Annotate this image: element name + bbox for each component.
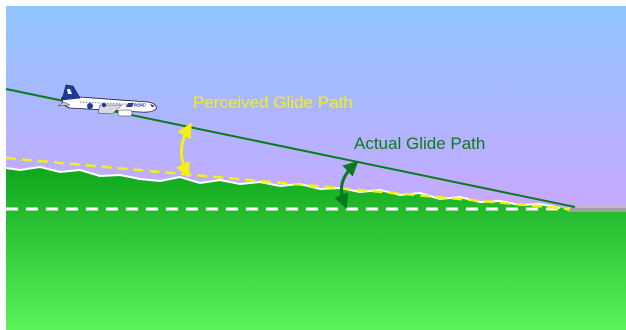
perceived-glide-path-label: Perceived Glide Path (193, 93, 353, 112)
airliner-icon: A340 (57, 84, 157, 117)
svg-text:A340: A340 (134, 103, 146, 109)
terrain-edge (5, 165, 561, 209)
actual-glide-path-label: Actual Glide Path (354, 134, 485, 153)
perceived-angle-arrow (176, 122, 192, 178)
runway (568, 206, 626, 212)
actual-angle-arrow (334, 160, 359, 209)
perceived-glide-path-line (5, 156, 571, 211)
